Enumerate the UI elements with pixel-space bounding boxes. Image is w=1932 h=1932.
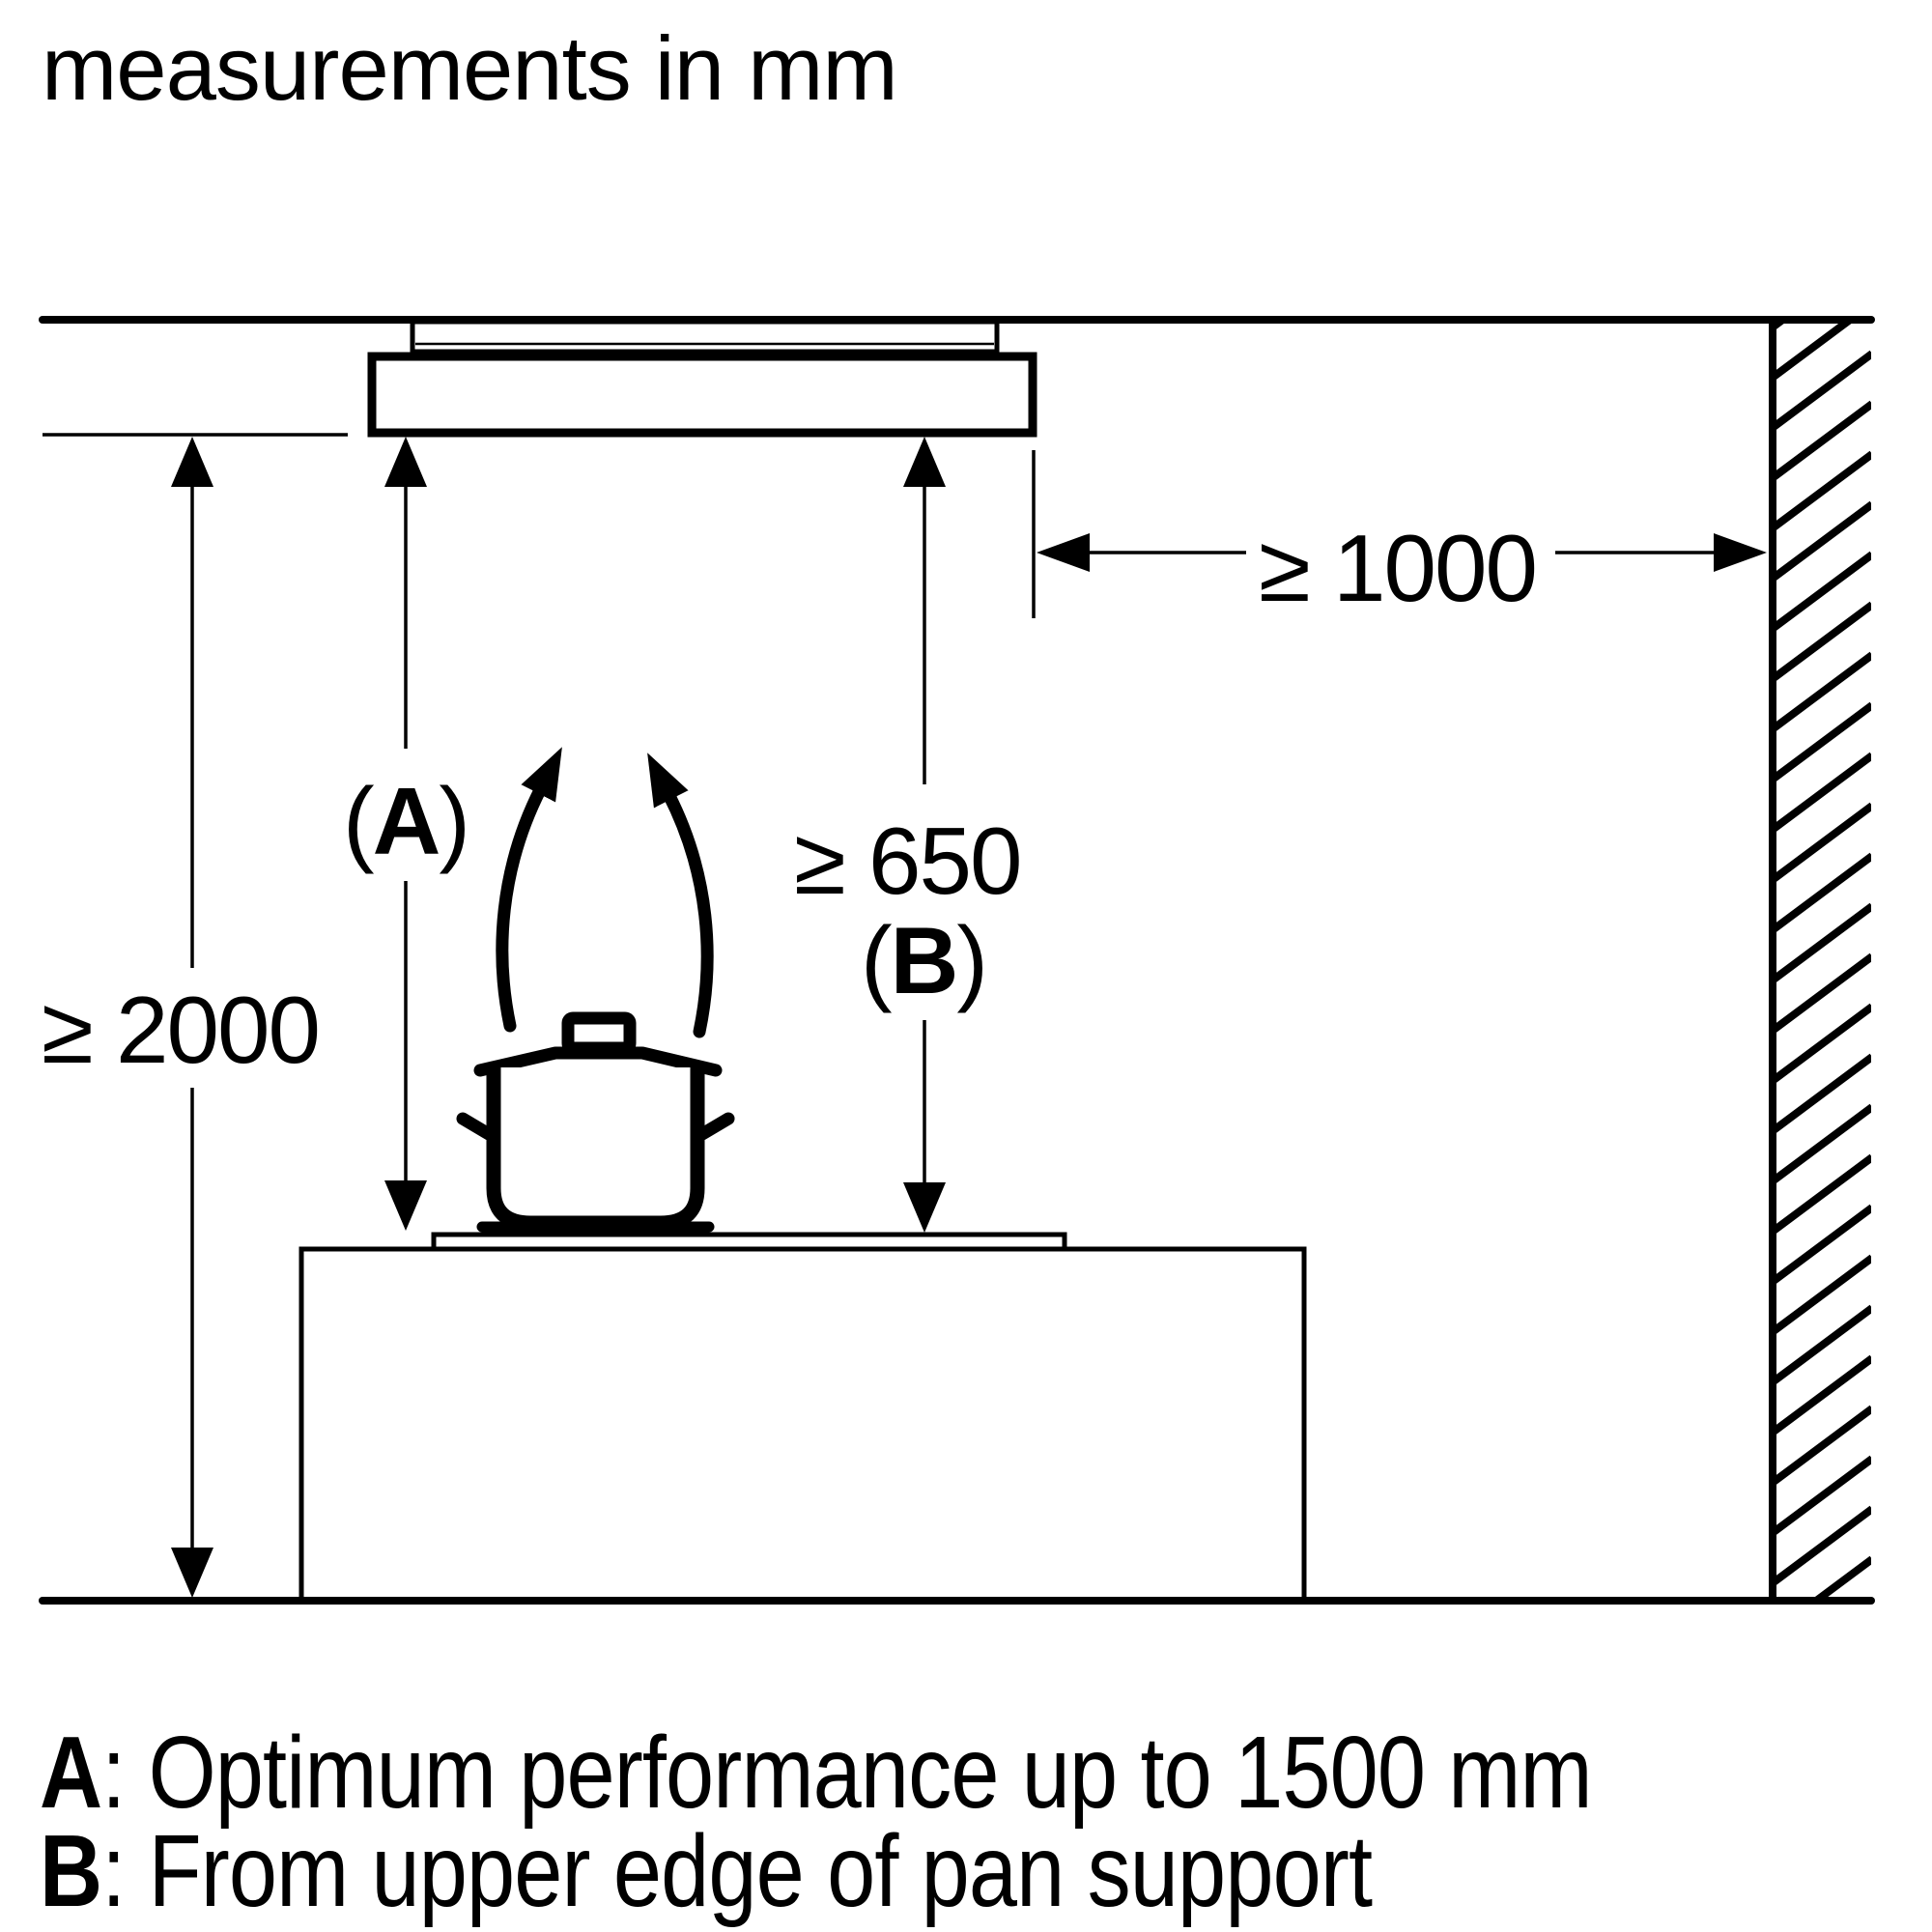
- pot-lid-knob: [561, 1011, 637, 1055]
- pot-lid: [473, 1046, 723, 1077]
- dimension-label-B: (B): [861, 907, 986, 1013]
- dimension-label-A: (A): [343, 768, 469, 874]
- counter-cabinet: [298, 1246, 1307, 1604]
- cooktop-hob: [431, 1232, 1067, 1252]
- hood-duct: [410, 319, 1000, 355]
- dimension-label-1000: ≥ 1000: [1259, 515, 1536, 621]
- legend-line-b: B: From upper edge of pan support: [40, 1813, 1374, 1928]
- legend-line-a: A: Optimum performance up to 1500 mm: [40, 1715, 1593, 1830]
- legend-b-text: B: From upper edge of pan support: [40, 1813, 1373, 1928]
- extractor-hood-body: [367, 352, 1037, 438]
- steam-arrow-left-icon: [496, 747, 562, 1033]
- dimension-label-2000: ≥ 2000: [42, 977, 319, 1083]
- arrow-left-icon: [1037, 533, 1090, 572]
- arrow-down-icon: [903, 1182, 946, 1233]
- arrow-right-icon: [1714, 533, 1767, 572]
- pot-body: [486, 1067, 705, 1231]
- wall-hatching: [1773, 324, 1871, 1601]
- arrow-up-icon: [903, 437, 946, 487]
- pot-handle-left: [456, 1112, 496, 1141]
- dimension-hood-to-side-wall: ≥ 1000: [1037, 515, 1767, 621]
- dimension-hood-to-pan-support: ≥ 650 (B): [794, 437, 1023, 1233]
- steam-arrow-right-icon: [647, 753, 714, 1038]
- arrow-up-icon: [384, 437, 427, 487]
- cooking-pot-icon: [456, 1011, 735, 1233]
- legend-a-text: A: Optimum performance up to 1500 mm: [40, 1715, 1592, 1830]
- dimension-hood-to-hob: (A): [343, 437, 470, 1231]
- page-title: measurements in mm: [42, 17, 897, 119]
- dimension-label-650: ≥ 650: [794, 808, 1021, 914]
- steam-arrows-icon: [496, 747, 714, 1038]
- dimension-floor-to-hood: ≥ 2000: [42, 437, 321, 1598]
- pot-handle-right: [696, 1112, 735, 1141]
- arrow-down-icon: [384, 1180, 427, 1231]
- arrow-up-icon: [171, 437, 213, 487]
- arrow-down-icon: [171, 1548, 213, 1598]
